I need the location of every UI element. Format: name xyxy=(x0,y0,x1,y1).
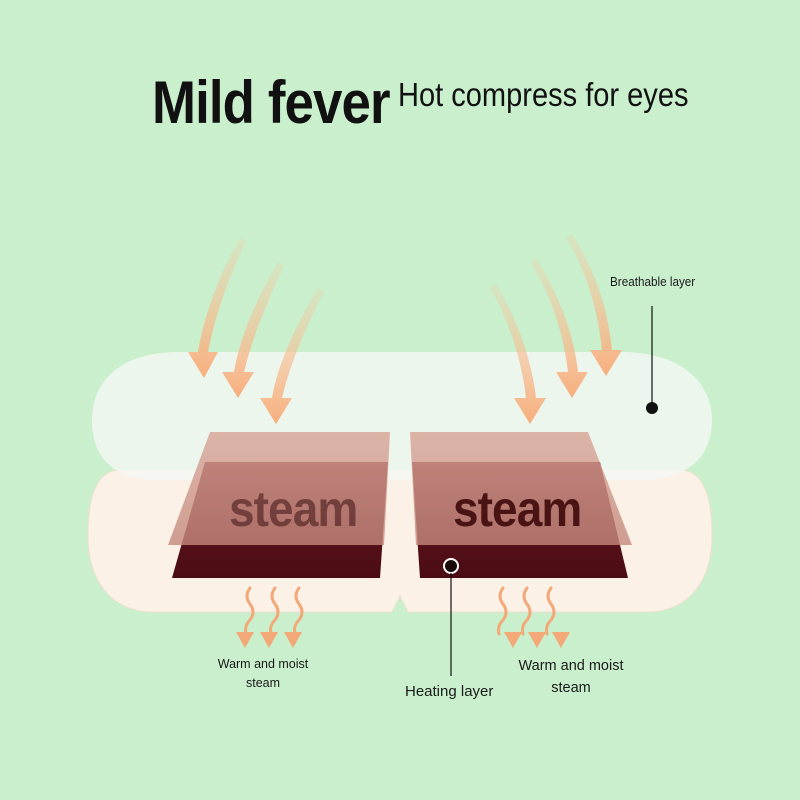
steam-arrowheads-right xyxy=(504,632,570,648)
page-title: Mild fever xyxy=(152,69,391,136)
steam-arrows-right xyxy=(497,586,556,636)
steam-arrowheads-left xyxy=(236,632,302,648)
steam-arrows-left xyxy=(244,586,304,636)
page-subtitle: Hot compress for eyes xyxy=(398,76,689,113)
warm-moist-steam-label-right: Warm and moist steam xyxy=(510,655,632,699)
warm-moist-right-line2: steam xyxy=(551,680,591,696)
warm-moist-steam-label-left: Warm and moist steam xyxy=(208,655,318,693)
right-heating-pad xyxy=(410,432,632,578)
warm-moist-left-line2: steam xyxy=(245,676,281,690)
heating-layer-callout xyxy=(443,558,459,676)
left-heating-pad xyxy=(168,432,390,578)
left-pad-steam-label: steam xyxy=(229,481,358,537)
warm-moist-right-line1: Warm and moist xyxy=(518,658,624,674)
breathable-layer-callout xyxy=(646,306,658,414)
warm-moist-left-line1: Warm and moist xyxy=(217,657,309,671)
right-pad-steam-label: steam xyxy=(453,481,582,537)
heating-layer-label: Heating layer xyxy=(405,683,494,700)
incoming-air-arrows-right xyxy=(490,234,622,424)
breathable-layer-shape xyxy=(92,352,712,480)
breathable-layer-label: Breathable layer xyxy=(610,274,696,289)
incoming-air-arrows-left xyxy=(188,238,324,424)
